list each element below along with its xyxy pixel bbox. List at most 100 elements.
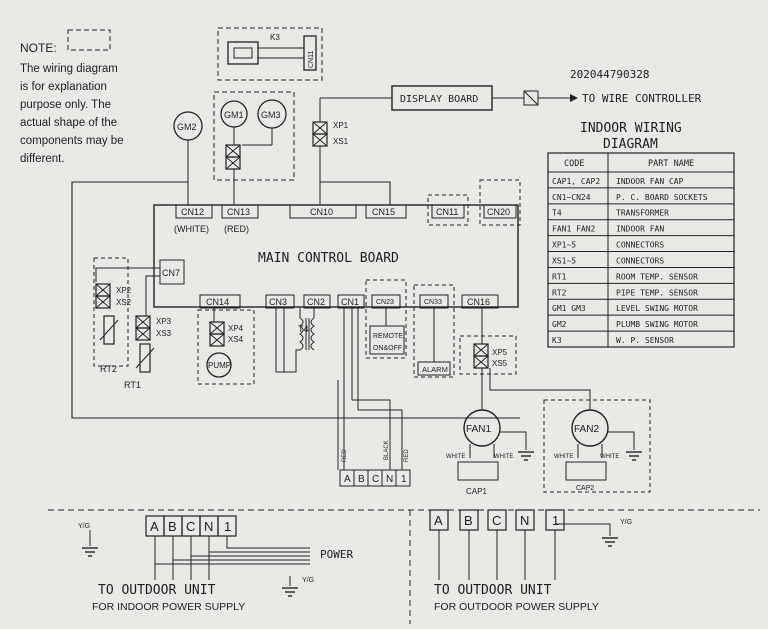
table-cell-part: ROOM TEMP. SENSOR [616,272,698,281]
ground-left-icon [81,547,99,557]
table-cell-part: INDOOR FAN [616,225,664,234]
terminal-a-right-label: A [434,513,443,528]
cn10-label: CN10 [310,207,333,217]
fan1-ground-icon [517,451,535,461]
table-cell-part: P. C. BOARD SOCKETS [616,193,708,202]
cn2-socket [303,294,331,309]
fan2-motor [571,409,609,447]
fan2-ground-icon [625,451,643,461]
remote-switch [369,325,405,355]
t4-label: T4 [298,324,309,334]
yg-label-left: Y/G [78,523,90,530]
cn12-socket [175,204,213,219]
wire-black: BLACK [384,440,390,460]
pump-dashed-box [197,309,255,385]
table-cell-code: CN1~CN24 [552,193,591,202]
terminal-1-board-label: 1 [401,474,407,485]
k3-cn11-label: CN11 [308,51,315,68]
fan1-label: FAN1 [466,424,491,435]
cn10-socket [289,204,357,219]
terminal-c-board-label: C [372,474,379,485]
note-line-1: The wiring diagram [20,63,118,75]
to-wire-controller: TO WIRE CONTROLLER [582,92,702,105]
cap1-capacitor [457,461,499,481]
yg-label-right: Y/G [620,519,632,526]
k3-sensor [227,41,259,65]
k3-label: K3 [270,33,280,42]
rt2-label: RT2 [100,364,117,374]
terminal-1-left-label: 1 [224,519,231,534]
note-line-5: components may be [20,135,124,147]
xs4-label: XS4 [228,335,244,344]
terminal-a-board-label: A [344,474,351,485]
yg-label-left-2: Y/G [302,577,314,584]
fan2-label: FAN2 [574,424,599,435]
cn33-dashed-box [413,284,455,378]
cn16-socket [461,294,499,309]
cap1-label: CAP1 [466,487,487,496]
remote-label: REMOTE [373,333,403,340]
table-cell-code: XS1~5 [552,256,576,265]
cn20-socket [483,204,517,219]
serial-number: 202044790328 [570,68,649,81]
xs3-label: XS3 [156,329,172,338]
title-line-1: INDOOR WIRING [580,121,682,136]
gm1-gm3-dashed-box [213,91,295,181]
xp1-label: XP1 [333,121,349,130]
k3-cn11-plug [303,35,317,71]
fan2-white-right: WHITE [600,454,619,460]
cn33-label: CN33 [424,299,442,306]
cn11-socket [431,204,465,219]
cn12-label: CN12 [181,207,204,217]
cn13-socket [221,204,259,219]
cn16-label: CN16 [467,297,490,307]
table-cell-part: CONNECTORS [616,256,664,265]
cn14-label: CN14 [206,297,229,307]
terminal-1-right-label: 1 [552,513,559,528]
gm1-label: GM1 [224,110,244,120]
table-cell-part: INDOOR FAN CAP [616,177,684,186]
pump-motor [206,352,232,378]
title-line-2: DIAGRAM [603,137,658,152]
note-line-3: purpose only. The [20,99,111,111]
board-title: MAIN CONTROL BOARD [258,251,399,266]
note-line-6: different. [20,153,65,165]
terminal-n-board-label: N [386,474,393,485]
cn23-dashed-box [365,279,407,359]
fan1-white-right: WHITE [494,454,513,460]
note-label: NOTE: [20,41,57,55]
cn14-socket [199,294,241,309]
xp1-connector [312,121,328,147]
transformer-t4 [275,308,315,373]
rt1-sensor [139,343,151,373]
table-cell-code: FAN1 FAN2 [552,225,596,234]
terminal-b-board-label: B [358,474,365,485]
white-label: (WHITE) [174,224,209,234]
fan2-white-left: WHITE [554,454,573,460]
xs2-label: XS2 [116,298,132,307]
indoor-supply-label: FOR INDOOR POWER SUPPLY [92,601,245,613]
cn7-label: CN7 [162,268,180,278]
table-cell-code: XP1~5 [552,241,576,250]
terminal-b-right-label: B [464,513,473,528]
table-cell-code: GM2 [552,320,567,329]
table-header-part: PART NAME [648,159,694,169]
pump-label: PUMP [208,361,231,370]
to-outdoor-right: TO OUTDOOR UNIT [434,583,552,598]
note-line-4: actual shape of the [20,117,117,129]
fan2-dashed-box [543,399,651,493]
xp5-dashed-box [459,335,517,375]
remote-onoff-label: ON&OFF [373,345,402,352]
table-cell-part: PIPE TEMP. SENSOR [616,288,698,297]
fan1-motor [463,409,501,447]
table-header-code: CODE [564,159,584,169]
alarm [417,361,451,376]
cn3-socket [265,294,295,309]
note-line-2: is for explanation [20,81,107,93]
fan1-white-left: WHITE [446,454,465,460]
xp5-label: XP5 [492,348,508,357]
ground-right-icon [601,537,619,547]
xp2-label: XP2 [116,286,132,295]
xs1-label: XS1 [333,137,349,146]
